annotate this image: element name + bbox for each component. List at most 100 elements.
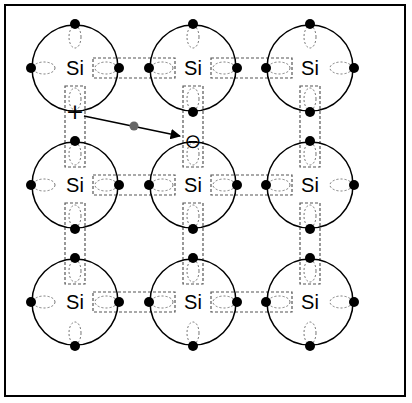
electron-dot [305,224,315,234]
orbital-ellipse [151,62,173,74]
orbital-ellipse [151,179,173,191]
orbital-ellipse [33,62,55,74]
electron-dot [305,136,315,146]
hole-symbol: + [66,101,84,123]
orbital-ellipse [187,205,199,227]
orbital-ellipse [304,205,316,227]
electron-dot [232,297,242,307]
covalent-bond [300,86,320,167]
atom-symbol: Si [301,174,319,197]
electron-dot [70,224,80,234]
covalent-bond [183,86,203,167]
electron-dot [349,297,359,307]
covalent-bond [93,58,175,78]
covalent-bond [93,292,175,312]
orbital-ellipse [187,26,199,48]
orbital-ellipse [33,296,55,308]
electron-path-arrow [84,116,180,136]
covalent-bond [183,203,203,284]
electron-dot [261,180,271,190]
orbital-ellipse [187,260,199,282]
electron-dot [349,63,359,73]
electron-dot [26,297,36,307]
electron-dot [188,107,198,117]
electron-dot [114,180,124,190]
silicon-atom: Si [266,24,354,112]
orbital-ellipse [268,62,290,74]
covalent-bond [93,175,175,195]
orbital-ellipse [304,88,316,110]
silicon-atom: Si [149,258,237,346]
atom-symbol: Si [66,57,84,80]
atom-symbol: Si [184,174,202,197]
atom-symbol: Si [301,57,319,80]
electron-dot [70,136,80,146]
electron-dot [114,63,124,73]
electron-dot [188,19,198,29]
electron-dot [305,19,315,29]
orbital-ellipse [213,62,235,74]
electron-dot [26,180,36,190]
atom-symbol: Si [66,291,84,314]
atom-symbol: Si [184,57,202,80]
electron-dot [232,63,242,73]
electron-dot [144,180,154,190]
orbital-ellipse [187,88,199,110]
orbital-ellipse [95,296,117,308]
orbital-ellipse [304,260,316,282]
electron-dot [261,297,271,307]
electron-dot [144,63,154,73]
silicon-atom: Si [149,24,237,112]
atom-symbol: Si [66,174,84,197]
silicon-atom: Si [31,24,119,112]
orbital-ellipse [304,322,316,344]
electron-dot [305,107,315,117]
orbital-ellipse [69,322,81,344]
orbital-ellipse [69,205,81,227]
electron-dot [261,63,271,73]
electron-dot [144,297,154,307]
electron-symbol: ⊖ [185,131,202,151]
orbital-ellipse [69,26,81,48]
electron-dot [70,341,80,351]
orbital-ellipse [213,179,235,191]
covalent-bond [211,292,292,312]
electron-dot [26,63,36,73]
atom-symbol: Si [184,291,202,314]
electron-dot [70,19,80,29]
orbital-ellipse [213,296,235,308]
orbital-ellipse [69,260,81,282]
silicon-atom: Si [31,141,119,229]
moving-electron [130,122,139,131]
orbital-ellipse [330,296,352,308]
orbital-ellipse [95,62,117,74]
silicon-atom: Si [266,258,354,346]
orbital-ellipse [268,296,290,308]
electron-dot [188,341,198,351]
orbital-ellipse [330,62,352,74]
orbital-ellipse [187,322,199,344]
electron-dot [305,341,315,351]
electron-dot [70,253,80,263]
silicon-atom: Si [31,258,119,346]
orbital-ellipse [95,179,117,191]
orbital-ellipse [69,143,81,165]
electron-dot [188,253,198,263]
silicon-atom: Si [149,141,237,229]
orbital-ellipse [330,179,352,191]
covalent-bond [65,86,85,167]
orbital-ellipse [304,143,316,165]
covalent-bond [211,175,292,195]
orbital-ellipse [151,296,173,308]
atom-symbol: Si [301,291,319,314]
silicon-atom: Si [266,141,354,229]
electron-dot [349,180,359,190]
electron-dot [232,180,242,190]
covalent-bond [65,203,85,284]
orbital-ellipse [304,26,316,48]
orbital-ellipse [268,179,290,191]
covalent-bond [211,58,292,78]
covalent-bond [300,203,320,284]
electron-dot [114,297,124,307]
electron-dot [305,253,315,263]
